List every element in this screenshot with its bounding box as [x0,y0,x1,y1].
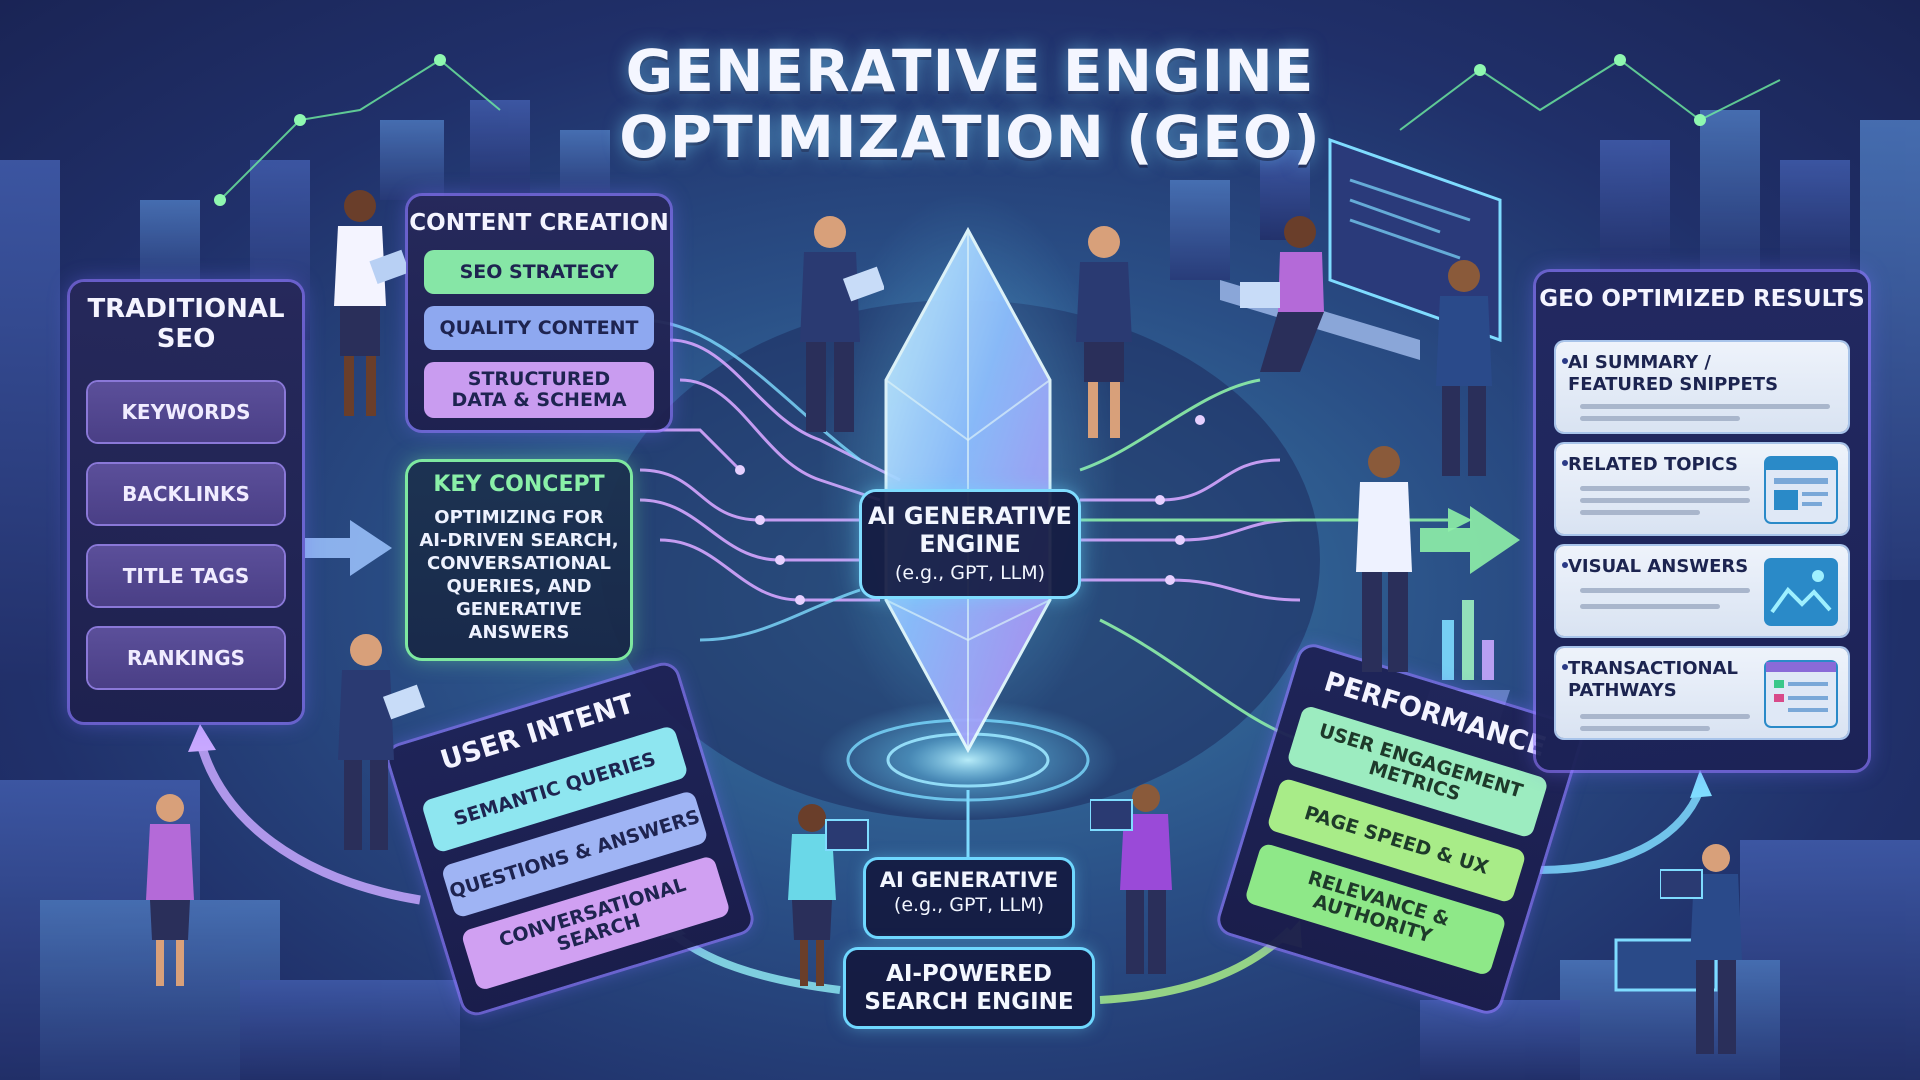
person-icon [1076,226,1132,438]
person-icon [338,634,426,850]
form-thumbnail-icon [1766,662,1836,726]
key-concept-line: ANSWERS [468,622,570,643]
content-creation-heading: CONTENT CREATION [409,210,669,236]
person-icon [146,794,194,986]
ai-engine-title-line-2: ENGINE [919,530,1021,558]
result-card-visual-answers: VISUAL ANSWERS [1556,546,1848,636]
result-card-title-line-1: AI SUMMARY / [1568,352,1711,373]
result-card-title-line-1: RELATED TOPICS [1568,454,1738,475]
text-line-icon [1580,404,1830,409]
result-card-title-line-2: FEATURED SNIPPETS [1568,374,1779,395]
geo-results-heading: GEO OPTIMIZED RESULTS [1539,286,1865,312]
person-icon [788,804,869,986]
ai-engine-title: AI GENERATIVE ENGINE [862,502,1078,558]
seo-item-keywords: KEYWORDS [88,382,284,442]
bullet-icon [1562,664,1568,670]
seo-item-backlinks: BACKLINKS [88,464,284,524]
key-concept-line: OPTIMIZING FOR [434,507,604,528]
person-icon [1356,446,1412,672]
bullet-icon [1562,358,1568,364]
ai-search-line-1: AI-POWERED [886,961,1052,987]
ai-engine-title-line-1: AI GENERATIVE [868,502,1072,530]
text-line-icon [1580,486,1750,491]
result-card-ai-summary: AI SUMMARY / FEATURED SNIPPETS [1556,342,1848,432]
title-line-1: GENERATIVE ENGINE [625,37,1315,105]
cc-item-structured-data-line-1: STRUCTURED [467,368,611,390]
text-line-icon [1580,604,1720,609]
key-concept-heading: KEY CONCEPT [433,472,605,497]
bullet-icon [1562,460,1568,466]
text-line-icon [1580,498,1750,503]
key-concept-line: QUERIES, AND [446,576,592,597]
result-card-title: VISUAL ANSWERS [1568,556,1748,578]
person-icon [334,190,406,416]
traditional-seo-heading-line-1: TRADITIONAL [87,294,285,324]
content-creation-panel: CONTENT CREATION SEO STRATEGY QUALITY CO… [408,196,670,430]
result-card-title: TRANSACTIONAL PATHWAYS [1568,658,1738,702]
key-concept-line: AI-DRIVEN SEARCH, [419,530,619,551]
result-card-title-line-1: TRANSACTIONAL [1568,658,1738,679]
person-icon [800,216,884,432]
text-line-icon [1580,726,1710,731]
ai-generative-engine-box: AI GENERATIVE ENGINE (e.g., GPT, LLM) [862,492,1078,596]
result-card-title: RELATED TOPICS [1568,454,1738,476]
seo-item-title-tags: TITLE TAGS [88,546,284,606]
circuit-left [639,338,901,602]
result-card-related-topics: RELATED TOPICS [1556,444,1848,534]
text-line-icon [1580,510,1700,515]
ai-generative-subtitle: (e.g., GPT, LLM) [893,894,1045,916]
image-thumbnail-icon [1766,560,1836,624]
traditional-seo-panel: TRADITIONAL SEO KEYWORDS BACKLINKS TITLE… [70,282,302,722]
result-card-transactional: TRANSACTIONAL PATHWAYS [1556,648,1848,738]
ai-generative-title: AI GENERATIVE [879,868,1059,892]
arrow-engine-to-results [1420,506,1520,574]
ai-engine-subtitle: (e.g., GPT, LLM) [894,562,1046,584]
key-concept-text: OPTIMIZING FOR AI-DRIVEN SEARCH, CONVERS… [416,506,622,644]
text-line-icon [1580,416,1740,421]
person-icon [1090,784,1172,974]
traditional-seo-heading: TRADITIONAL SEO [70,294,302,354]
person-icon [1660,844,1742,1054]
cc-item-structured-data: STRUCTURED DATA & SCHEMA [424,362,654,418]
person-icon [1436,260,1492,476]
title-line-2: OPTIMIZATION (GEO) [619,103,1321,171]
cc-item-structured-data-line-2: DATA & SCHEMA [451,389,627,411]
key-concept-line: GENERATIVE [455,599,583,620]
network-lines [219,58,1781,201]
ai-search-engine-box: AI-POWERED SEARCH ENGINE [846,950,1092,1026]
webpage-thumbnail-icon [1766,458,1836,522]
result-card-title: AI SUMMARY / FEATURED SNIPPETS [1568,352,1778,396]
result-card-title-line-2: PATHWAYS [1568,680,1677,701]
text-line-icon [1580,714,1750,719]
ai-search-line-2: SEARCH ENGINE [864,989,1074,1015]
traditional-seo-heading-line-2: SEO [156,324,216,354]
cc-item-seo-strategy: SEO STRATEGY [424,250,654,294]
key-concept-panel: KEY CONCEPT OPTIMIZING FOR AI-DRIVEN SEA… [408,462,630,658]
text-line-icon [1580,588,1750,593]
result-card-title-line-1: VISUAL ANSWERS [1568,556,1749,577]
geo-results-panel: GEO OPTIMIZED RESULTS AI SUMMARY / FEATU… [1536,272,1868,770]
seo-item-rankings: RANKINGS [88,628,284,688]
bullet-icon [1562,562,1568,568]
ai-generative-box: AI GENERATIVE (e.g., GPT, LLM) [866,860,1072,936]
person-icon [1240,216,1324,372]
cc-item-quality-content: QUALITY CONTENT [424,306,654,350]
key-concept-line: CONVERSATIONAL [427,553,611,574]
crystal-icon [818,190,1118,754]
arrow-results-loop [1539,788,1704,874]
arrow-seo-to-concept [305,520,392,576]
page-title: GENERATIVE ENGINE OPTIMIZATION (GEO) [560,38,1380,170]
arrow-intent-to-seo [195,738,421,905]
